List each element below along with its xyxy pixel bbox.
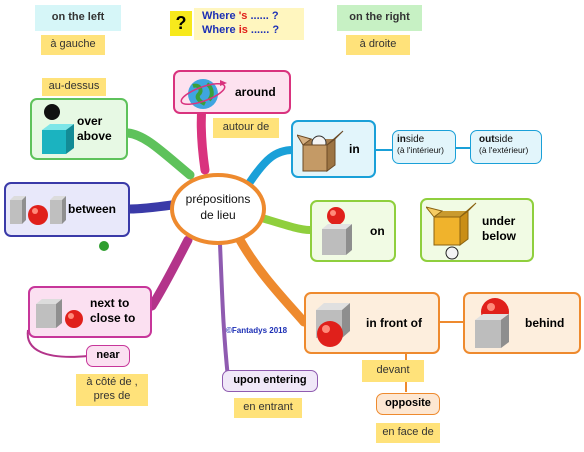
next-to-node: next to close to [28, 286, 152, 338]
next-to-labels: next to close to [90, 296, 136, 325]
on-the-right-label: on the right [337, 5, 422, 31]
under-below-labels: under below [482, 214, 517, 243]
open-box-icon [297, 130, 344, 172]
in-node: in [291, 120, 376, 178]
behind-node: behind [463, 292, 581, 354]
red-ball-icon [322, 207, 352, 255]
around-node: around [173, 70, 291, 114]
opposite-translation: en face de [376, 423, 440, 443]
in-label: in [349, 142, 360, 156]
in-front-of-translation: devant [362, 360, 424, 382]
over-above-labels: over above [77, 114, 112, 143]
on-the-right-translation: à droite [346, 35, 410, 55]
red-ball-icon [36, 299, 83, 328]
over-above-node: over above [30, 98, 128, 160]
where-question: Where 's ...... ? Where is ...... ? [194, 8, 304, 40]
red-ball-icon [10, 196, 66, 225]
on-the-left-label: on the left [35, 5, 121, 31]
cube-icon [316, 303, 350, 347]
open-box-icon [426, 202, 477, 260]
on-the-left-translation: à gauche [41, 35, 105, 55]
on-node: on [310, 200, 396, 262]
in-front-of-node: in front of [304, 292, 440, 354]
next-to-translation: à côté de , pres de [76, 374, 148, 406]
central-topic: prépositions de lieu [185, 192, 251, 222]
cube-icon [42, 104, 74, 154]
upon-entering-node: upon entering [222, 370, 318, 392]
over-translation: au-dessus [42, 78, 106, 96]
upon-entering-translation: en entrant [234, 398, 302, 418]
red-ball-icon [475, 298, 509, 348]
in-front-of-label: in front of [366, 316, 422, 330]
question-mark-badge: ? [170, 11, 192, 36]
around-label: around [235, 85, 276, 99]
on-label: on [370, 224, 385, 238]
under-below-node: under below [420, 198, 534, 262]
inside-node: inside (à l'intérieur) [392, 130, 456, 164]
between-label: between [68, 202, 117, 216]
globe-icon [180, 79, 227, 109]
between-node: between [4, 182, 130, 237]
credit-text: ©Fantadys 2018 [226, 326, 288, 335]
outside-node: outside (à l'extérieur) [470, 130, 542, 164]
opposite-node: opposite [376, 393, 440, 415]
near-node: near [86, 345, 130, 367]
football-icon [445, 246, 459, 260]
green-dot [99, 241, 109, 251]
behind-label: behind [525, 316, 565, 330]
around-translation: autour de [213, 118, 279, 138]
